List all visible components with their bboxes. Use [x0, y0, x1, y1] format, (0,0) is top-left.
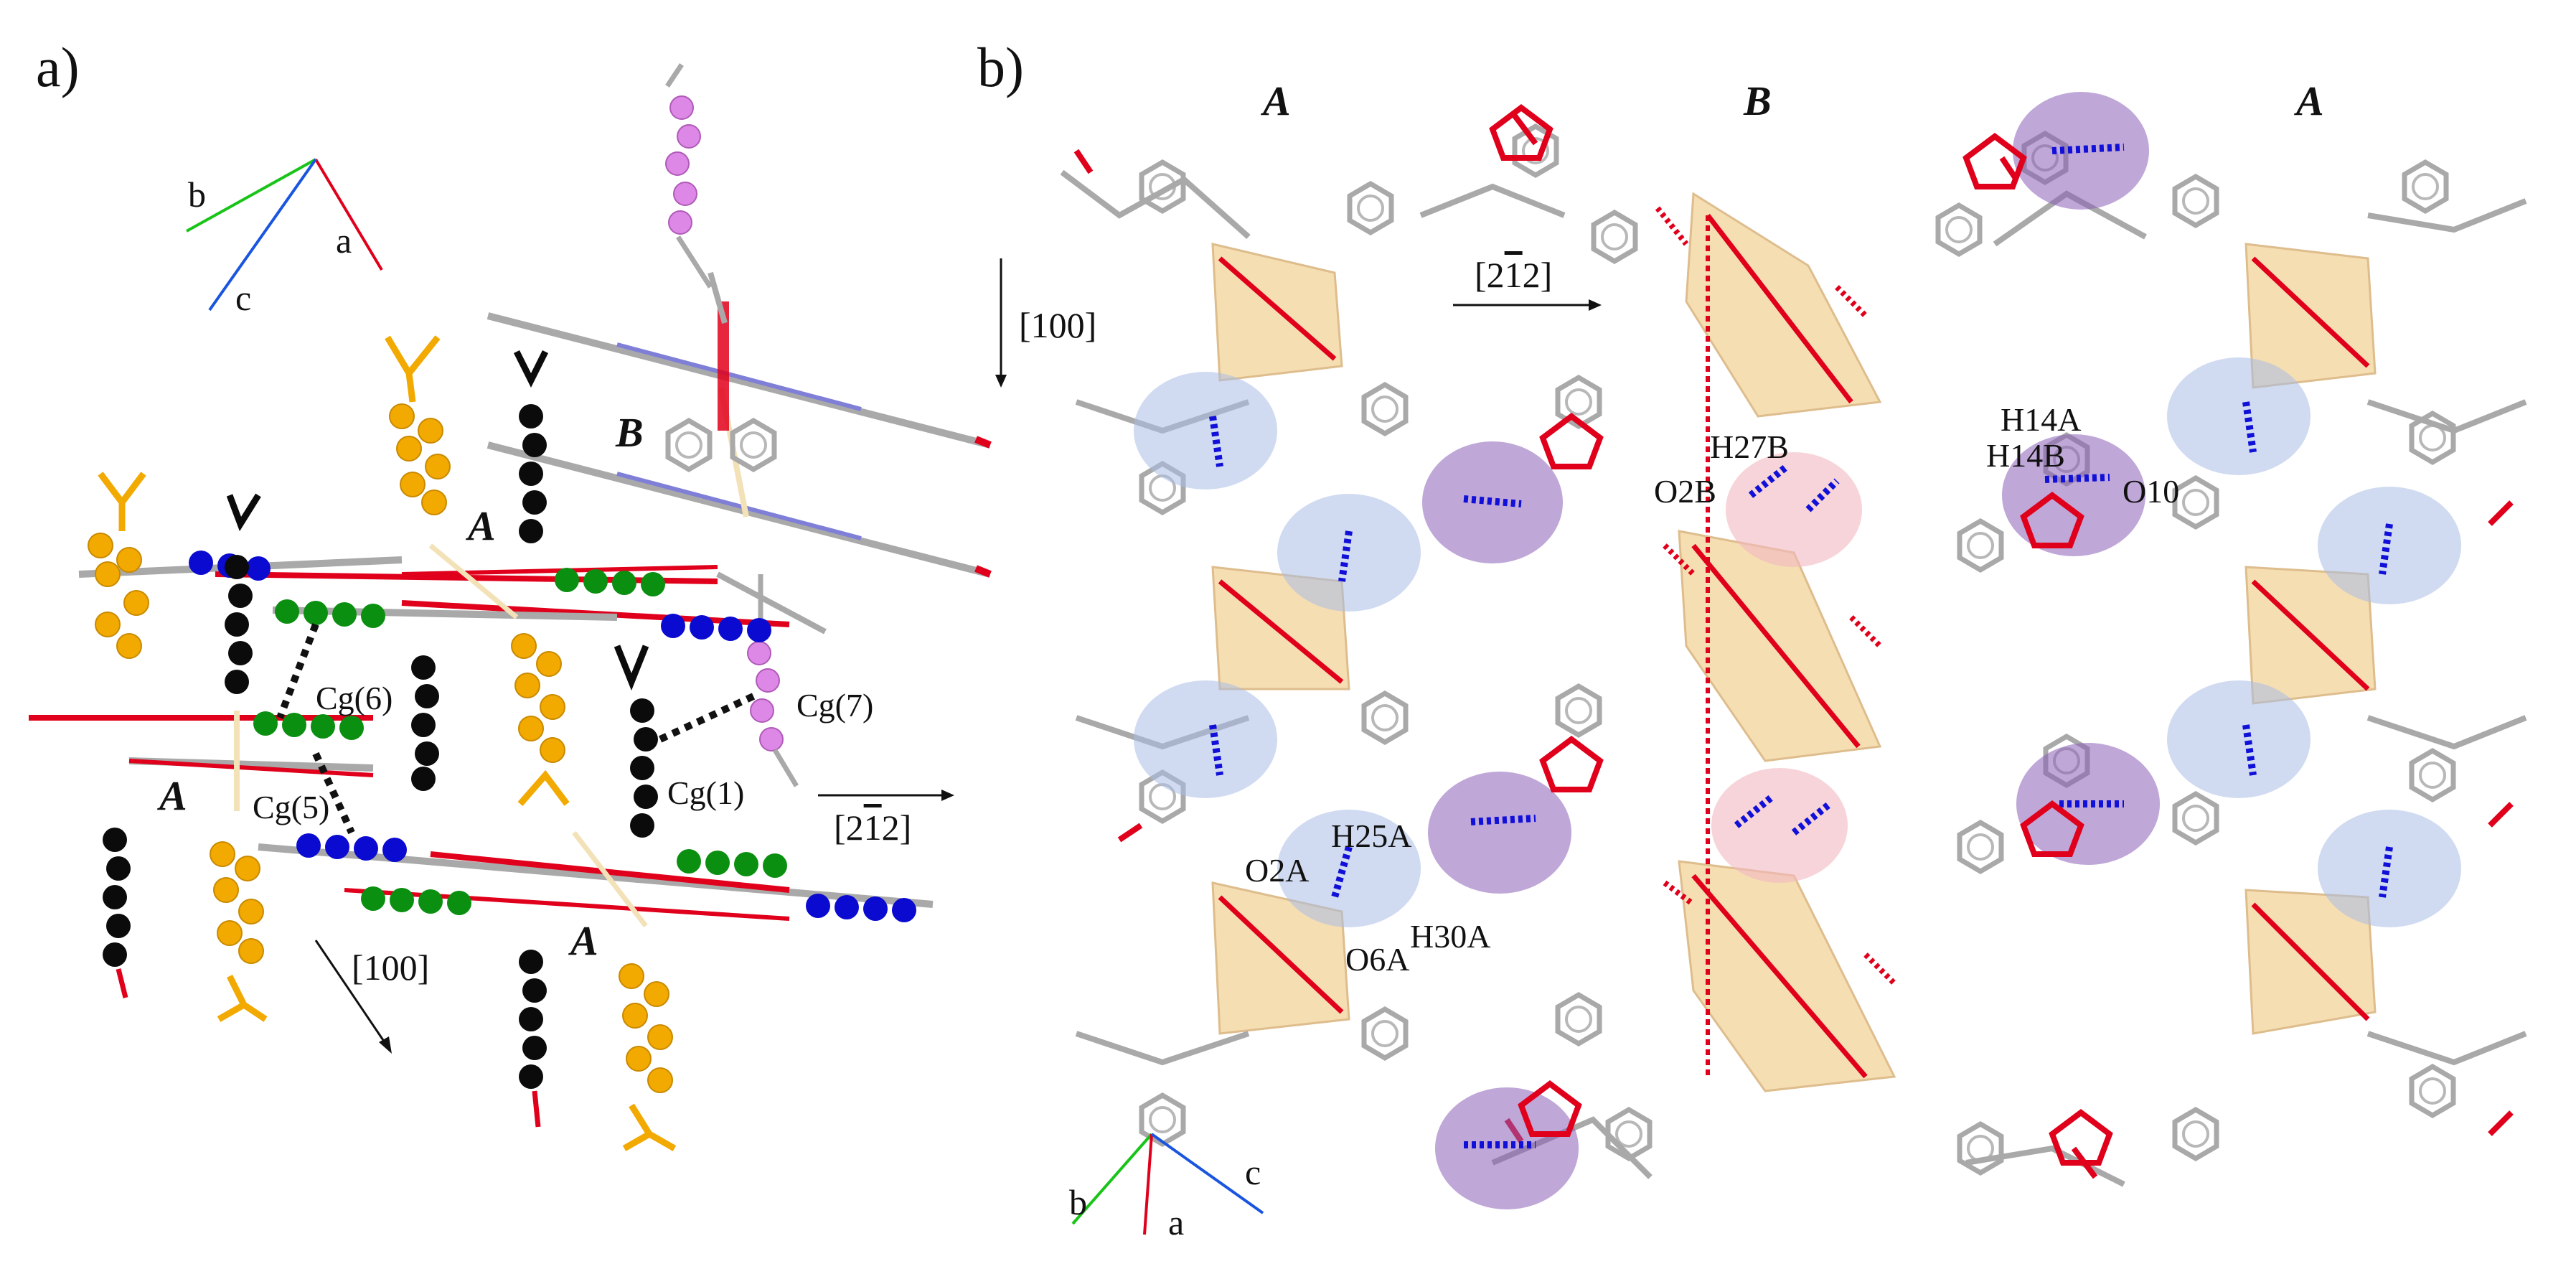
black-sphere-column-5: [103, 828, 131, 998]
direction-label-100-a: [100]: [352, 947, 429, 988]
atom-label-o2a: O2A: [1245, 852, 1309, 889]
axis-a-label: a: [336, 220, 352, 261]
black-sphere-column-2: [513, 350, 549, 543]
axis-a-line: [314, 158, 383, 271]
atom-label-o6a: O6A: [1345, 941, 1409, 978]
molecule-b-top: B: [486, 63, 992, 787]
green-sphere-chain-5: [361, 886, 471, 915]
direction-arrow-100-a: [100]: [314, 940, 429, 1054]
molecule-a-layer-middle: A: [29, 711, 374, 819]
polyhedra-column-left: [1211, 243, 1350, 1035]
atom-label-h27b: H27B: [1710, 429, 1789, 465]
centroid-label-cg1: Cg(1): [667, 774, 744, 811]
molecule-label-b: B: [615, 409, 644, 456]
orange-sphere-column-left: [88, 472, 149, 659]
green-sphere-chain-4: [677, 849, 787, 878]
black-sphere-column-1: [225, 493, 261, 694]
black-sphere-column-4: [614, 645, 658, 838]
direction-label-212-a: [212]: [834, 807, 911, 848]
direction-arrow-100-b: [100]: [995, 258, 1096, 388]
highlight-ellipses: [1134, 92, 2461, 1209]
molecule-a-layer-bottom: A A: [258, 502, 934, 964]
panel-b: b) A B A: [977, 36, 2527, 1242]
molecule-label-a-left: A: [157, 772, 187, 819]
atom-label-h30a: H30A: [1410, 918, 1490, 955]
atom-label-h14a: H14A: [2001, 401, 2081, 438]
pi-pi-contacts: [276, 623, 756, 835]
polyhedra-column-right: [2244, 243, 2377, 1035]
axis-c-label-b: c: [1245, 1152, 1261, 1192]
axis-c-label: c: [235, 278, 251, 318]
panel-b-label-b: B: [1743, 78, 1772, 124]
axis-a-line-b: [1143, 1133, 1153, 1235]
orange-sphere-column-2: [385, 335, 451, 515]
coordination-contacts: [1655, 206, 1896, 985]
centroid-label-cg5: Cg(5): [253, 789, 329, 825]
carbonyl-bonds: [1073, 113, 2514, 1179]
orange-sphere-column-5: [619, 963, 677, 1151]
centroid-label-cg7: Cg(7): [796, 687, 873, 724]
panel-b-axis-triad: b a c: [1069, 1133, 1264, 1242]
atom-label-h25a: H25A: [1331, 818, 1411, 854]
atom-label-o10: O10: [2123, 473, 2179, 510]
panel-a: a) a b c: [29, 36, 992, 1151]
polyhedra-column-middle: [1678, 192, 1896, 1092]
centroid-label-cg6: Cg(6): [316, 680, 392, 716]
axis-b-line-b: [1071, 1133, 1153, 1225]
panel-b-label-a-left: A: [1261, 78, 1291, 124]
black-sphere-column-3: [411, 655, 439, 791]
axis-c-line: [208, 158, 317, 312]
direction-arrow-212-a: [212]: [818, 790, 954, 848]
molecule-a-layer-top: [78, 543, 827, 642]
panel-a-label: a): [36, 36, 80, 98]
orange-sphere-column-3: [511, 633, 570, 806]
molecule-label-a-bottom: A: [568, 917, 598, 964]
orange-sphere-column-4: [210, 841, 268, 1022]
violet-sphere-chain-top: [665, 63, 713, 289]
axis-b-label-b: b: [1069, 1182, 1087, 1222]
panel-b-label: b): [977, 36, 1024, 98]
black-sphere-column-6: [519, 950, 547, 1128]
atom-label-h14b: H14B: [1986, 437, 2065, 474]
hydrogen-bonds: [1209, 144, 2393, 1148]
axis-b-label: b: [188, 174, 206, 215]
direction-arrow-212-b: [212]: [1453, 255, 1602, 311]
axis-b-line: [186, 158, 316, 233]
atom-label-o2b: O2B: [1654, 473, 1716, 510]
panel-b-label-a-right: A: [2294, 78, 2324, 124]
axis-c-line-b: [1150, 1133, 1264, 1214]
panel-a-axis-triad: a b c: [186, 158, 383, 318]
molecule-label-a-center: A: [466, 502, 496, 549]
direction-label-212-b: [212]: [1475, 255, 1552, 295]
direction-label-100-b: [100]: [1019, 305, 1096, 345]
axis-a-label-b: a: [1168, 1202, 1184, 1242]
dioxole-rings: [1489, 104, 2113, 1166]
